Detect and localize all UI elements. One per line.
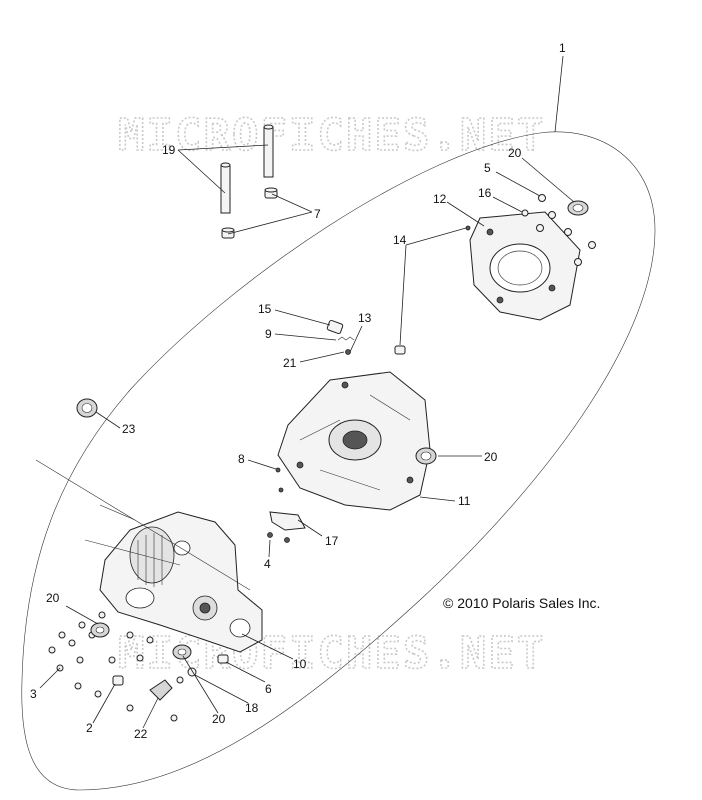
spring-part-9 (337, 336, 355, 341)
dowel-part-14-top (465, 225, 471, 231)
plunger-part-15 (326, 319, 344, 335)
callout-22: 22 (134, 727, 148, 741)
leader-lines (35, 55, 575, 729)
dowel-part-8 (275, 467, 284, 493)
callout-18: 18 (245, 701, 259, 715)
washer-part-16 (521, 209, 529, 217)
callout-21: 21 (283, 356, 297, 370)
callout-10: 10 (293, 657, 307, 671)
callout-19: 19 (162, 143, 176, 157)
plug-part-6 (217, 654, 229, 664)
bolt-part-4-a (267, 532, 273, 538)
assembly-outline (21, 131, 656, 791)
callout-13: 13 (358, 311, 372, 325)
bushing-part-7 (221, 187, 278, 239)
callout-20-lower: 20 (212, 712, 226, 726)
callout-1: 1 (559, 41, 566, 55)
bushing-part-2 (112, 675, 124, 686)
callout-3: 3 (30, 687, 37, 701)
sensor-part-22 (149, 679, 173, 701)
callout-15: 15 (258, 302, 272, 316)
seal-part-20-mid (415, 447, 437, 465)
watermark-top: MICROFICHES.NET (118, 110, 545, 161)
housing-part-11 (277, 371, 431, 511)
pin-part-19 (220, 124, 274, 214)
callout-8: 8 (238, 452, 245, 466)
callout-12: 12 (433, 192, 447, 206)
callout-2: 2 (86, 721, 93, 735)
copyright-text: © 2010 Polaris Sales Inc. (443, 595, 600, 611)
bracket-part-17 (269, 511, 306, 531)
seal-part-20-lower-left (90, 622, 110, 638)
cover-plate-part-12 (469, 211, 581, 321)
ball-part-21 (345, 349, 351, 355)
callout-14: 14 (393, 233, 407, 247)
callout-4: 4 (264, 557, 271, 571)
callout-9: 9 (265, 327, 272, 341)
seal-part-20-lower (172, 644, 192, 660)
callout-11: 11 (458, 494, 471, 508)
callout-6: 6 (265, 682, 272, 696)
gear-cover-part-10 (99, 511, 263, 653)
dowel-part-14-mid (394, 345, 406, 355)
callout-7: 7 (314, 207, 321, 221)
bolt-part-4-b (284, 537, 290, 543)
callout-20-mid: 20 (484, 450, 498, 464)
callout-5: 5 (484, 161, 491, 175)
seal-part-23 (76, 398, 98, 418)
callout-23: 23 (122, 422, 136, 436)
callout-20-lower-left: 20 (46, 591, 60, 605)
bolt-set-part-5 (536, 194, 596, 266)
seal-part-20-top (567, 200, 589, 216)
callout-17: 17 (325, 534, 339, 548)
callout-20-top: 20 (508, 146, 522, 160)
callout-16: 16 (478, 186, 492, 200)
